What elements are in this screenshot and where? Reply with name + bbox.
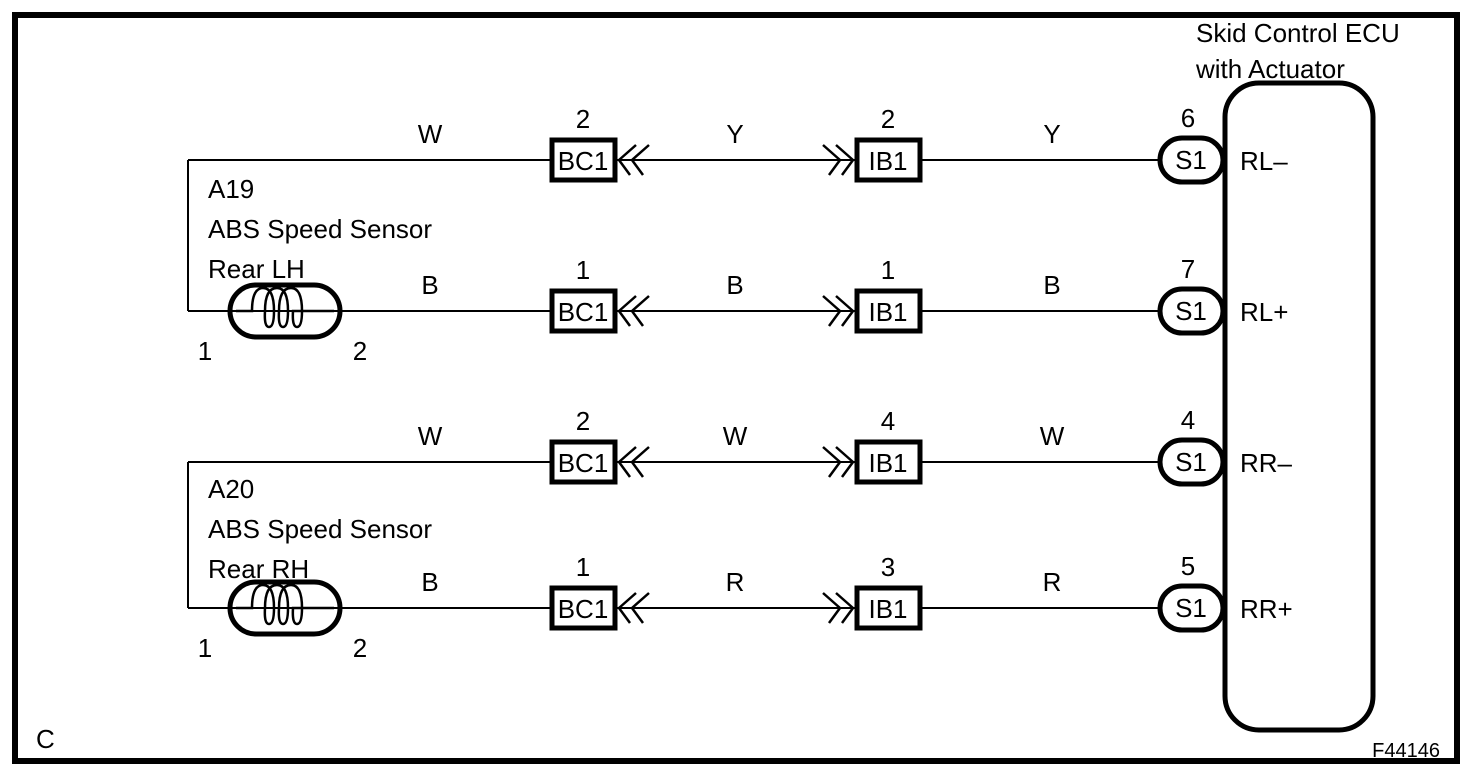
connector-pin-label: 4 [881,406,895,436]
sensor-pin1-label: 1 [198,336,212,366]
splice-chevron-left-icon [617,144,650,176]
connector-bc1-label: BC1 [558,297,609,327]
connector-s1-oval [1157,135,1226,185]
connector-ib1-label: IB1 [868,146,907,176]
connector-s1-oval [1157,437,1226,487]
connector-bc1-label: BC1 [558,146,609,176]
sensor-position: Rear RH [208,554,309,584]
circuit-row-rr-minus: W 2 BC1 W 4 IB1 W 4 S1 RR– [418,405,1293,487]
sensor-pin1-label: 1 [198,633,212,663]
connector-s1-oval [1157,583,1226,633]
sensor-name: ABS Speed Sensor [208,514,432,544]
connector-ib1-box [854,288,923,334]
sensor-body [227,579,343,637]
sensor-a20: A20 ABS Speed Sensor Rear RH 1 2 [198,474,433,663]
ecu-pin-number: 5 [1181,551,1195,581]
connector-ib1-label: IB1 [868,448,907,478]
connector-ib1-box [854,585,923,631]
wire-color-label: B [1043,270,1060,300]
ecu-title-line1: Skid Control ECU [1196,18,1400,48]
wire-color-label: Y [1043,119,1060,149]
splice-chevron-left-icon [617,295,650,327]
connector-ib1-box [854,439,923,485]
splice-chevron-right-icon [822,295,855,327]
ecu-pin-number: 4 [1181,405,1195,435]
splice-chevron-right-icon [822,446,855,478]
connector-pin-label: 1 [576,255,590,285]
splice-chevron-right-icon [822,144,855,176]
connector-bc1-box [549,439,618,485]
wire-color-label: W [1040,421,1065,451]
connector-s1-label: S1 [1175,447,1207,477]
wire-color-label: B [421,567,438,597]
ecu-terminal-label: RL– [1240,146,1288,176]
connector-bc1-box [549,288,618,334]
connector-s1-oval [1157,286,1226,336]
connector-pin-label: 2 [576,104,590,134]
connector-pin-label: 3 [881,552,895,582]
sensor-pin2-label: 2 [353,336,367,366]
wire-color-label: W [418,421,443,451]
ecu-pin-number: 6 [1181,103,1195,133]
wire-color-label: B [726,270,743,300]
ecu-terminal-label: RL+ [1240,297,1288,327]
connector-bc1-box [549,585,618,631]
wire-color-label: B [421,270,438,300]
connector-pin-label: 2 [576,406,590,436]
wire-color-label: W [418,119,443,149]
connector-s1-label: S1 [1175,145,1207,175]
circuit-row-rl-minus: W 2 BC1 Y 2 IB1 Y 6 S1 RL– [418,103,1288,185]
sensor-name: ABS Speed Sensor [208,214,432,244]
coil-icon [236,286,334,329]
coil-icon [236,583,334,626]
circuit-row-rl-plus: B 1 BC1 B 1 IB1 B 7 S1 RL+ [421,254,1288,336]
connector-bc1-label: BC1 [558,448,609,478]
splice-chevron-right-icon [822,592,855,624]
ecu-pin-number: 7 [1181,254,1195,284]
figure-code: F44146 [1372,740,1440,762]
connector-ib1-box [854,137,923,183]
circuit-row-rr-plus: B 1 BC1 R 3 IB1 R 5 S1 RR+ [421,551,1293,633]
sensor-code: A19 [208,174,254,204]
sensor-code: A20 [208,474,254,504]
ecu-title-line2: with Actuator [1195,54,1345,84]
connector-bc1-box [549,137,618,183]
diagram-border [12,12,1460,764]
wire-color-label: Y [726,119,743,149]
sensor-pin2-label: 2 [353,633,367,663]
sensor-body [227,282,343,340]
diagram-corner-label: C [36,724,55,754]
connector-pin-label: 2 [881,104,895,134]
ecu-body [1222,80,1376,733]
connector-pin-label: 1 [881,255,895,285]
connector-s1-label: S1 [1175,296,1207,326]
wire-color-label: W [723,421,748,451]
connector-s1-label: S1 [1175,593,1207,623]
connector-pin-label: 1 [576,552,590,582]
wire-color-label: R [726,567,745,597]
splice-chevron-left-icon [617,446,650,478]
connector-ib1-label: IB1 [868,594,907,624]
wire-color-label: R [1043,567,1062,597]
ecu-terminal-label: RR– [1240,448,1293,478]
sensor-a19: A19 ABS Speed Sensor Rear LH 1 2 [198,174,433,366]
sensor-position: Rear LH [208,254,305,284]
connector-bc1-label: BC1 [558,594,609,624]
splice-chevron-left-icon [617,592,650,624]
ecu-terminal-label: RR+ [1240,594,1293,624]
connector-ib1-label: IB1 [868,297,907,327]
